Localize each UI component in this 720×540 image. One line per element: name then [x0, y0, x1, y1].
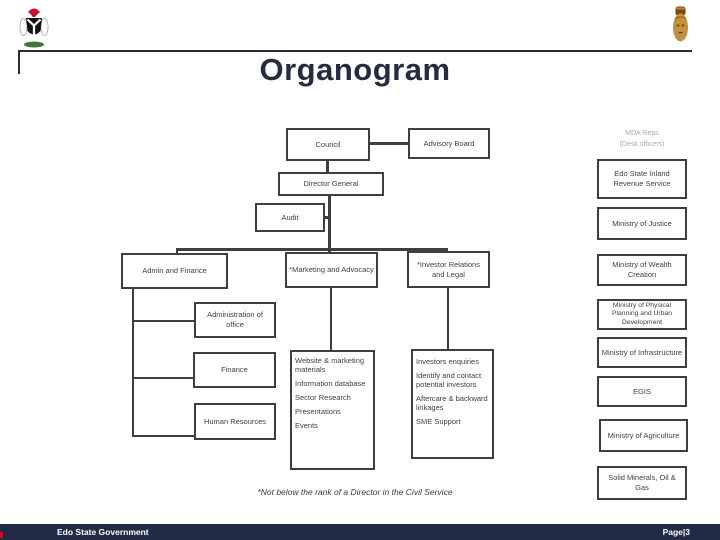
org-box-director-general: Director General: [278, 172, 384, 196]
org-box-administration-of-office: Administration of office: [194, 302, 276, 338]
marketing-function-item: Presentations: [295, 407, 341, 416]
investor-function-item: Investors enquiries: [416, 357, 479, 366]
org-box-marketing-advocacy: *Marketing and Advocacy: [285, 252, 378, 288]
org-box-advisory-board: Advisory Board: [408, 128, 490, 159]
mda-reps-label: MDA Reps (Desk officers): [593, 129, 691, 156]
org-box-admin-and-finance: Admin and Finance: [121, 253, 228, 289]
connector-line: [132, 435, 194, 437]
investor-function-item: SME Support: [416, 417, 461, 426]
connector-line: [330, 288, 332, 350]
marketing-function-item: Information database: [295, 379, 366, 388]
org-box-investor-functions: Investors enquiries Identify and contact…: [411, 349, 494, 459]
mda-reps-line1: MDA Reps: [625, 130, 659, 137]
benin-mask-icon: [671, 6, 690, 43]
connector-line: [132, 288, 134, 437]
org-box-finance: Finance: [193, 352, 276, 388]
page-title: Organogram: [259, 52, 451, 87]
org-box-ministry-of-infrastructure: Ministry of Infrastructure: [597, 337, 687, 368]
corner-accent: [0, 532, 3, 538]
investor-function-item: Aftercare & backward linkages: [416, 394, 488, 412]
org-box-ministry-of-physical-planning: Ministry of Physical Planning and Urban …: [597, 299, 687, 330]
connector-line: [132, 320, 194, 322]
header-rule-tick: [18, 50, 20, 74]
connector-line: [447, 288, 449, 349]
mda-reps-line2: (Desk officers): [619, 140, 665, 148]
connector-line: [325, 216, 330, 219]
footer-bar: Edo State Government Page|3: [0, 524, 720, 540]
org-box-solid-minerals-oil-gas: Solid Minerals, Oil & Gas: [597, 466, 687, 500]
org-box-ministry-of-agriculture: Ministry of Agriculture: [599, 419, 688, 452]
connector-line: [370, 142, 408, 145]
connector-line: [326, 159, 329, 173]
footer-page-number: Page|3: [662, 527, 690, 537]
marketing-function-item: Website & marketing materials: [295, 356, 365, 374]
connector-line: [328, 195, 331, 253]
footer-org-name: Edo State Government: [57, 527, 149, 537]
org-box-human-resources: Human Resources: [194, 403, 276, 440]
nigeria-coat-of-arms-icon: [19, 4, 49, 48]
marketing-function-item: Events: [295, 421, 318, 430]
header-rule: [18, 50, 692, 52]
org-box-marketing-functions: Website & marketing materials Informatio…: [290, 350, 375, 470]
org-box-egis: EGIS: [597, 376, 687, 407]
connector-line: [446, 248, 448, 253]
connector-line: [176, 248, 178, 254]
org-box-audit: Audit: [255, 203, 325, 232]
connector-line: [132, 377, 193, 379]
org-box-ministry-of-wealth-creation: Ministry of Wealth Creation: [597, 254, 687, 286]
org-box-ministry-of-justice: Ministry of Justice: [597, 207, 687, 240]
connector-line: [176, 248, 448, 251]
org-box-edo-inland-revenue: Edo State Inland Revenue Service: [597, 159, 687, 199]
org-box-investor-relations-legal: *Investor Relations and Legal: [407, 251, 490, 288]
footnote: *Not below the rank of a Director in the…: [257, 487, 453, 497]
investor-function-item: Identify and contact potential investors: [416, 371, 482, 389]
org-box-council: Council: [286, 128, 370, 161]
marketing-function-item: Sector Research: [295, 393, 351, 402]
